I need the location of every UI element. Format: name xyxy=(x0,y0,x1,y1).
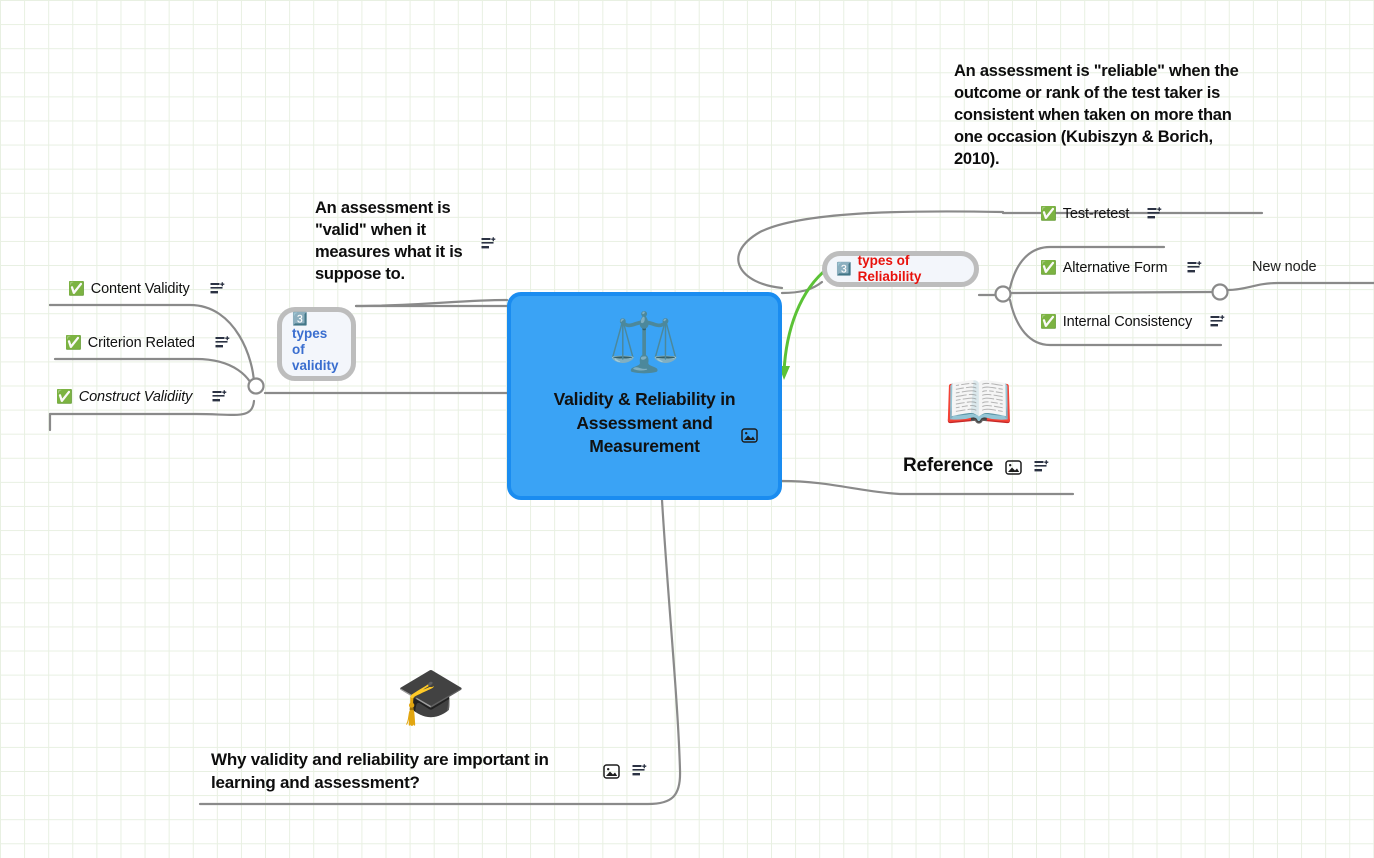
leaf-label: Construct Validiity xyxy=(78,389,193,405)
tag-validity-line1: types xyxy=(292,325,328,341)
image-icon[interactable] xyxy=(603,764,620,779)
central-node-title: Validity & Reliability in Assessment and… xyxy=(553,389,736,457)
leaf-label: Content Validity xyxy=(90,281,190,297)
why-node[interactable]: Why validity and reliability are importa… xyxy=(211,748,661,795)
balance-scale-icon: ⚖️ xyxy=(608,310,681,375)
leaf-node-test-retest[interactable]: ✅ Test-retest xyxy=(1040,206,1163,222)
note-add-icon[interactable] xyxy=(212,390,228,404)
note-add-icon[interactable] xyxy=(1034,459,1050,473)
note-add-icon[interactable] xyxy=(1147,207,1163,221)
graduation-cap-icon: 🎓 xyxy=(396,664,466,727)
leaf-node-internal-consistency[interactable]: ✅ Internal Consistency xyxy=(1040,314,1226,330)
tag-node-types-of-validity[interactable]: 3️⃣ types of validity xyxy=(277,307,356,381)
note-add-icon[interactable] xyxy=(1187,261,1203,275)
open-book-icon: 📖 xyxy=(944,370,1014,433)
image-icon[interactable] xyxy=(1005,459,1022,475)
leaf-node-criterion-related[interactable]: ✅ Criterion Related xyxy=(65,335,231,351)
check-mark-icon: ✅ xyxy=(1040,314,1057,330)
tag-validity-line3: validity xyxy=(292,357,339,373)
reference-node-label: Reference xyxy=(903,455,994,476)
check-mark-icon: ✅ xyxy=(68,281,85,297)
leaf-label: Test-retest xyxy=(1062,206,1130,222)
central-node[interactable]: ⚖️ Validity & Reliability in Assessment … xyxy=(507,292,782,500)
leaf-label: Criterion Related xyxy=(87,335,195,351)
leaf-node-content-validity[interactable]: ✅ Content Validity xyxy=(68,281,226,297)
note-add-icon[interactable] xyxy=(481,237,497,257)
check-mark-icon: ✅ xyxy=(56,389,73,405)
leaf-node-alternative-form[interactable]: ✅ Alternative Form xyxy=(1040,260,1203,276)
note-add-icon[interactable] xyxy=(210,282,226,296)
tag-reliability-label: types of Reliability xyxy=(857,253,922,284)
number-three-badge-icon: 3️⃣ xyxy=(292,312,308,327)
check-mark-icon: ✅ xyxy=(1040,260,1057,276)
note-add-icon[interactable] xyxy=(215,336,231,350)
check-mark-icon: ✅ xyxy=(1040,206,1057,222)
number-three-badge-icon: 3️⃣ xyxy=(836,261,852,276)
tag-node-types-of-reliability[interactable]: 3️⃣ types of Reliability xyxy=(822,251,979,287)
reference-node[interactable]: Reference xyxy=(903,455,1050,477)
leaf-label: Alternative Form xyxy=(1062,260,1168,276)
leaf-node-construct-validity[interactable]: ✅ Construct Validiity xyxy=(56,389,228,405)
leaf-label: Internal Consistency xyxy=(1062,314,1193,330)
note-add-icon[interactable] xyxy=(1210,315,1226,329)
check-mark-icon: ✅ xyxy=(65,335,82,351)
tag-validity-line2: of xyxy=(292,341,305,357)
validity-definition-text: An assessment is "valid" when it measure… xyxy=(315,199,463,283)
why-node-label: Why validity and reliability are importa… xyxy=(211,750,549,793)
image-icon[interactable] xyxy=(741,428,758,448)
reliability-definition-text: An assessment is "reliable" when the out… xyxy=(954,62,1239,168)
note-add-icon[interactable] xyxy=(632,764,648,778)
new-node-label[interactable]: New node xyxy=(1252,259,1317,275)
